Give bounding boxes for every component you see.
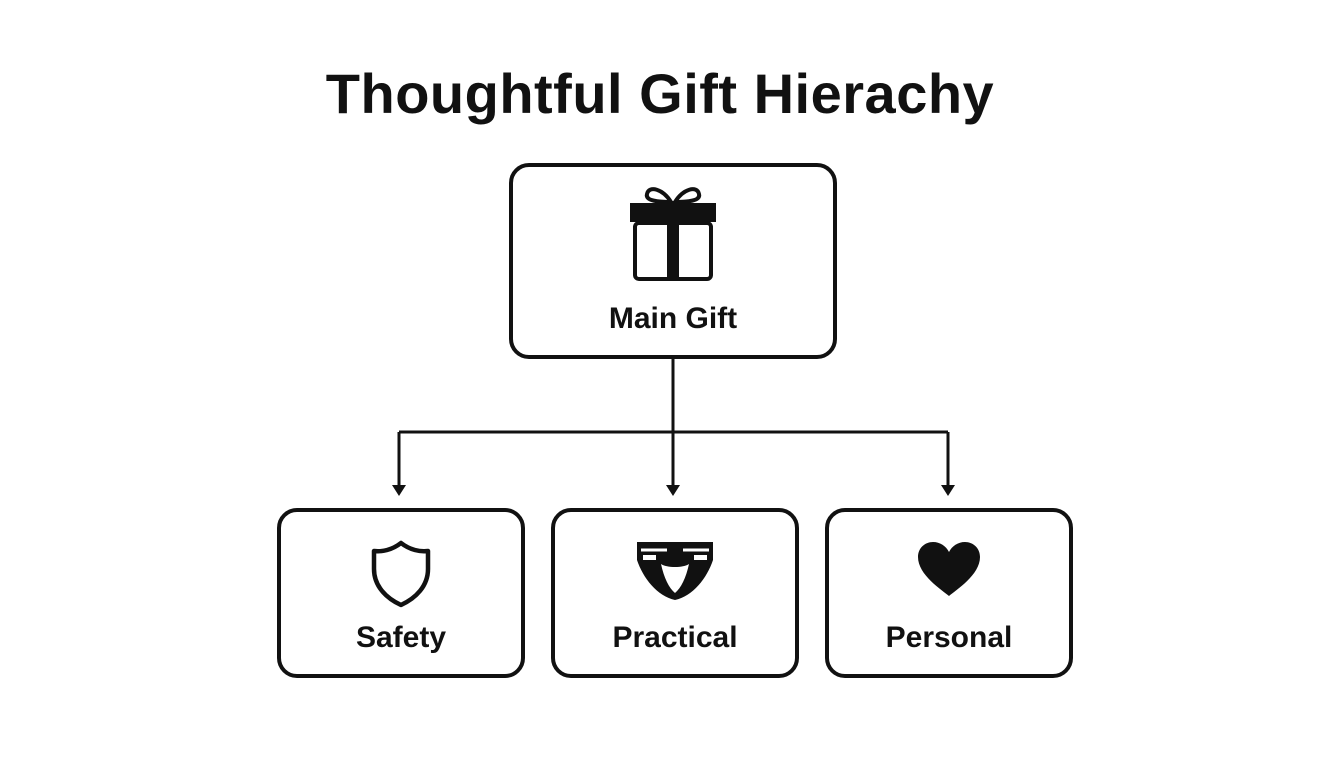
arrowhead-personal [941, 485, 955, 496]
safety-node: Safety [277, 508, 525, 678]
personal-label: Personal [885, 621, 1013, 654]
shield-icon [281, 538, 521, 608]
practical-node: Practical [551, 508, 799, 678]
safety-label: Safety [355, 621, 447, 654]
arrowhead-practical [666, 485, 680, 496]
heart-icon [829, 538, 1069, 600]
main-gift-node: Main Gift [509, 163, 837, 359]
main-gift-label: Main Gift [608, 302, 738, 335]
personal-node: Personal [825, 508, 1073, 678]
diagram-title: Thoughtful Gift Hierachy [325, 62, 995, 125]
arrowhead-safety [392, 485, 406, 496]
diaper-icon [555, 538, 795, 604]
practical-label: Practical [612, 621, 738, 654]
gift-icon [513, 181, 833, 281]
